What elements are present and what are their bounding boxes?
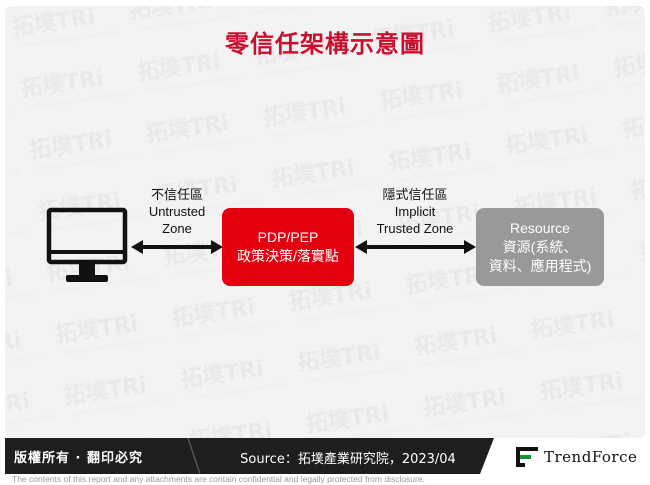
footer-logo-divider bbox=[480, 438, 502, 474]
untrusted-zone-line3: Zone bbox=[162, 221, 192, 236]
double-arrow-icon bbox=[355, 240, 476, 254]
resource-line3: 資料、應用程式) bbox=[488, 257, 592, 274]
resource-line1: Resource bbox=[510, 219, 570, 236]
page-title: 零信任架構示意圖 bbox=[225, 29, 425, 58]
footer-divider bbox=[180, 438, 200, 474]
implicit-trusted-zone-label: 隱式信任區 Implicit Trusted Zone bbox=[360, 186, 470, 237]
implicit-zone-line3: Trusted Zone bbox=[376, 221, 454, 236]
untrusted-zone-line1: 不信任區 bbox=[150, 187, 203, 202]
implicit-zone-line1: 隱式信任區 bbox=[382, 187, 448, 202]
untrusted-zone-line2: Untrusted bbox=[148, 204, 206, 219]
untrusted-zone-label: 不信任區 Untrusted Zone bbox=[132, 186, 222, 237]
source-text: Source：拓墣產業研究院，2023/04 bbox=[240, 452, 456, 467]
copyright-notice: 版權所有 · 翻印必究 bbox=[14, 451, 143, 466]
monitor-icon bbox=[46, 207, 128, 282]
double-arrow-icon bbox=[131, 240, 223, 254]
disclaimer-text: The contents of this report and any atta… bbox=[12, 474, 425, 484]
resource-box: Resource 資源(系統、 資料、應用程式) bbox=[476, 208, 604, 286]
footer: 版權所有 · 翻印必究 Source：拓墣產業研究院，2023/04 Trend… bbox=[0, 438, 650, 474]
pdp-pep-line1: PDP/PEP bbox=[257, 229, 319, 245]
pdp-pep-line2: 政策決策/落實點 bbox=[237, 248, 339, 264]
trendforce-logo-text: TrendForce bbox=[544, 448, 638, 466]
implicit-zone-line2: Implicit bbox=[394, 204, 436, 219]
resource-line2: 資源(系統、 bbox=[502, 238, 578, 255]
trendforce-logo-icon bbox=[516, 447, 538, 467]
pdp-pep-box: PDP/PEP 政策決策/落實點 bbox=[222, 208, 354, 286]
